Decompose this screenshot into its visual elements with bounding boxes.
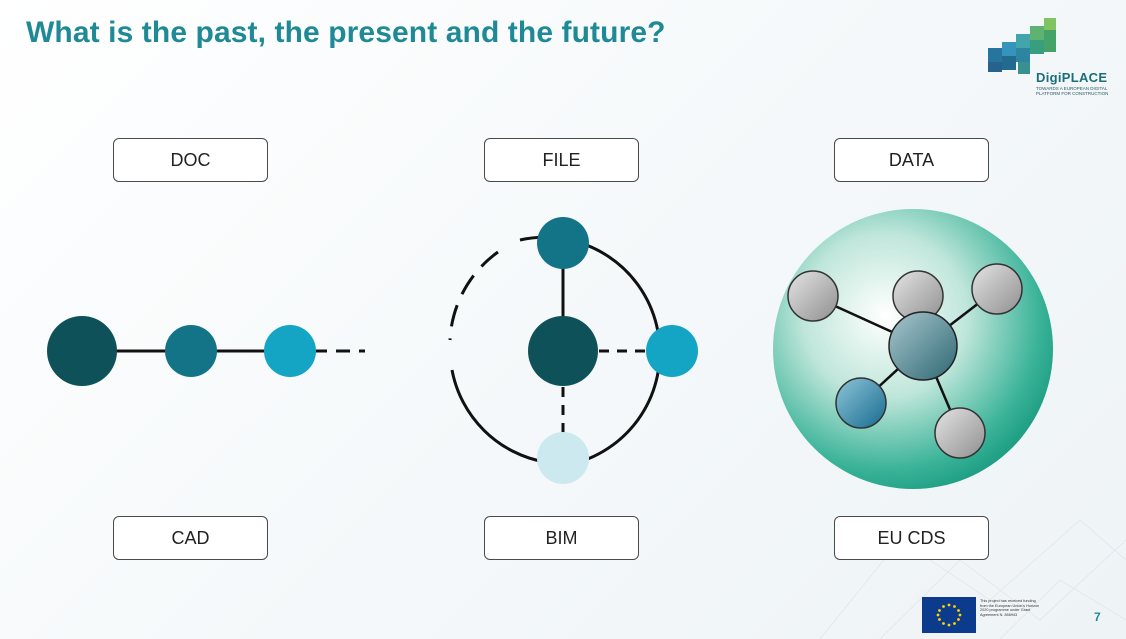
logo-tagline: TOWARDS A EUROPEAN DIGITAL PLATFORM FOR … (1036, 86, 1109, 96)
bim-ring (448, 217, 698, 484)
label-cad: CAD (113, 516, 268, 560)
eu-flag (922, 597, 976, 633)
cad-node-large (47, 316, 117, 386)
label-data: DATA (834, 138, 989, 182)
cds-node-bottom (934, 407, 986, 459)
bim-node-bottom (537, 432, 589, 484)
cds-network (773, 209, 1053, 489)
label-doc: DOC (113, 138, 268, 182)
slide-title: What is the past, the present and the fu… (26, 16, 666, 49)
bim-node-right (646, 325, 698, 377)
cds-node-right (971, 263, 1023, 315)
cds-node-center (888, 311, 958, 381)
page-number: 7 (1094, 610, 1101, 624)
cad-chain (47, 316, 365, 386)
digiplace-logo (988, 18, 1056, 74)
bim-node-center (528, 316, 598, 386)
eu-funding-notice: This project has received funding from t… (980, 599, 1040, 617)
cds-node-left (787, 270, 839, 322)
logo-name: DigiPLACE (1036, 70, 1108, 85)
label-eu-cds: EU CDS (834, 516, 989, 560)
label-bim: BIM (484, 516, 639, 560)
cad-node-light (264, 325, 316, 377)
label-file: FILE (484, 138, 639, 182)
bim-node-top (537, 217, 589, 269)
cds-node-blue (835, 377, 887, 429)
background-lines (819, 519, 1126, 639)
cad-node-mid (165, 325, 217, 377)
